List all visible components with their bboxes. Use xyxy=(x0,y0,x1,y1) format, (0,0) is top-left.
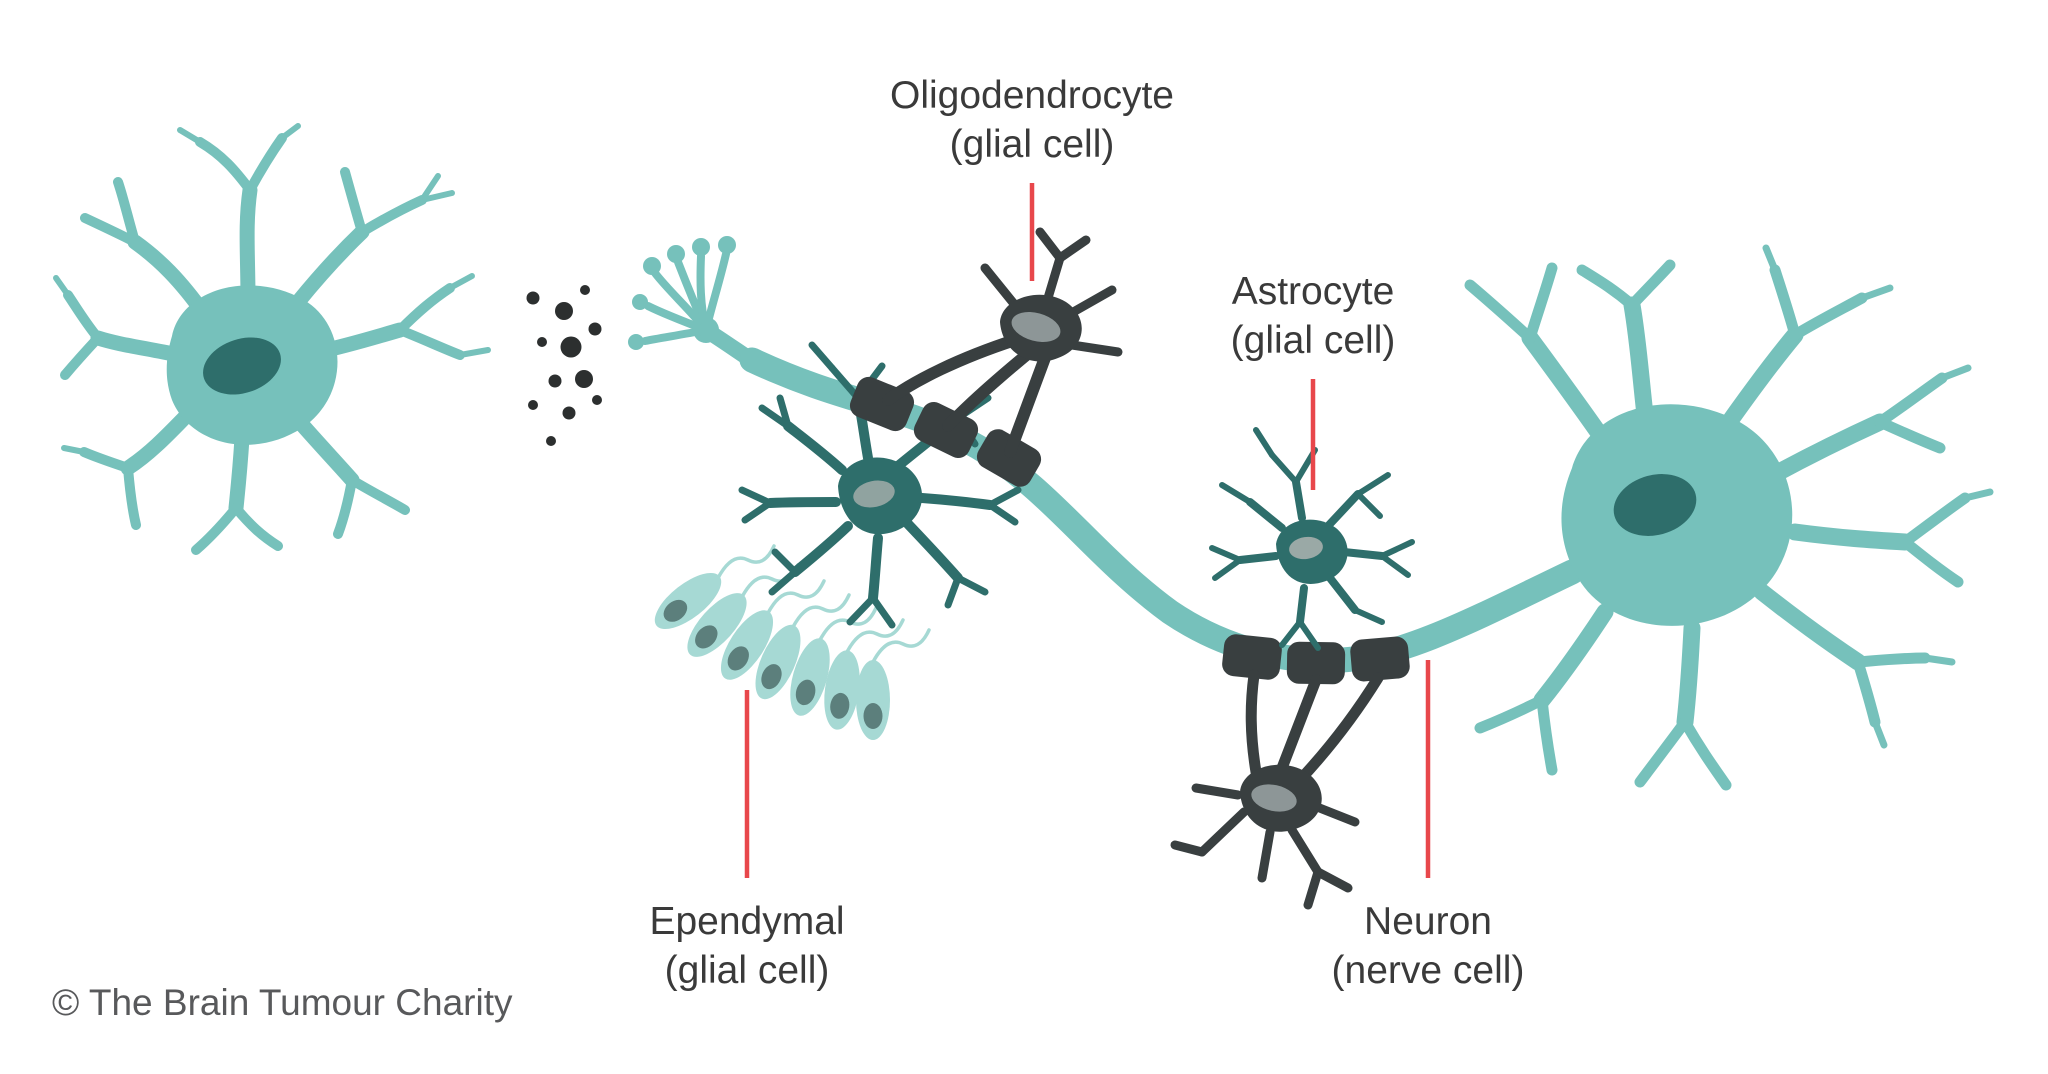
right-neuron xyxy=(1464,244,1994,791)
label-neuron: Neuron (nerve cell) xyxy=(1332,898,1525,996)
oligodendrocyte-bottom-nucleus xyxy=(1251,784,1297,812)
leader-lines xyxy=(744,183,1431,878)
label-ependymal-name: Ependymal xyxy=(649,900,845,943)
astrocyte-right-nucleus xyxy=(1289,536,1323,560)
label-ependymal: Ependymal (glial cell) xyxy=(649,898,844,996)
label-ependymal-type: (glial cell) xyxy=(664,948,830,992)
label-oligodendrocyte-name: Oligodendrocyte xyxy=(889,74,1175,117)
oligodendrocyte-bottom xyxy=(1170,669,1384,910)
label-astrocyte-type: (glial cell) xyxy=(1230,318,1396,362)
astrocyte-left-nucleus xyxy=(853,480,895,508)
label-astrocyte: Astrocyte (glial cell) xyxy=(1231,268,1396,366)
neurotransmitter-dots xyxy=(526,285,602,446)
oligodendrocyte-top xyxy=(882,227,1123,458)
label-neuron-type: (nerve cell) xyxy=(1331,948,1525,992)
myelin-segments-lower xyxy=(1222,634,1410,685)
label-neuron-name: Neuron xyxy=(1364,900,1492,943)
left-neuron-nucleus xyxy=(203,337,281,395)
ependymal-cells xyxy=(654,544,931,740)
credit-text: © The Brain Tumour Charity xyxy=(52,982,513,1023)
oligodendrocyte-top-nucleus xyxy=(1011,312,1061,342)
right-neuron-nucleus xyxy=(1613,474,1697,536)
ependymal-capsules xyxy=(654,572,890,740)
label-oligodendrocyte-type: (glial cell) xyxy=(949,122,1115,166)
astrocyte-right xyxy=(1209,427,1415,651)
left-neuron xyxy=(53,123,491,555)
label-oligodendrocyte: Oligodendrocyte (glial cell) xyxy=(890,72,1174,170)
label-astrocyte-name: Astrocyte xyxy=(1231,270,1395,313)
